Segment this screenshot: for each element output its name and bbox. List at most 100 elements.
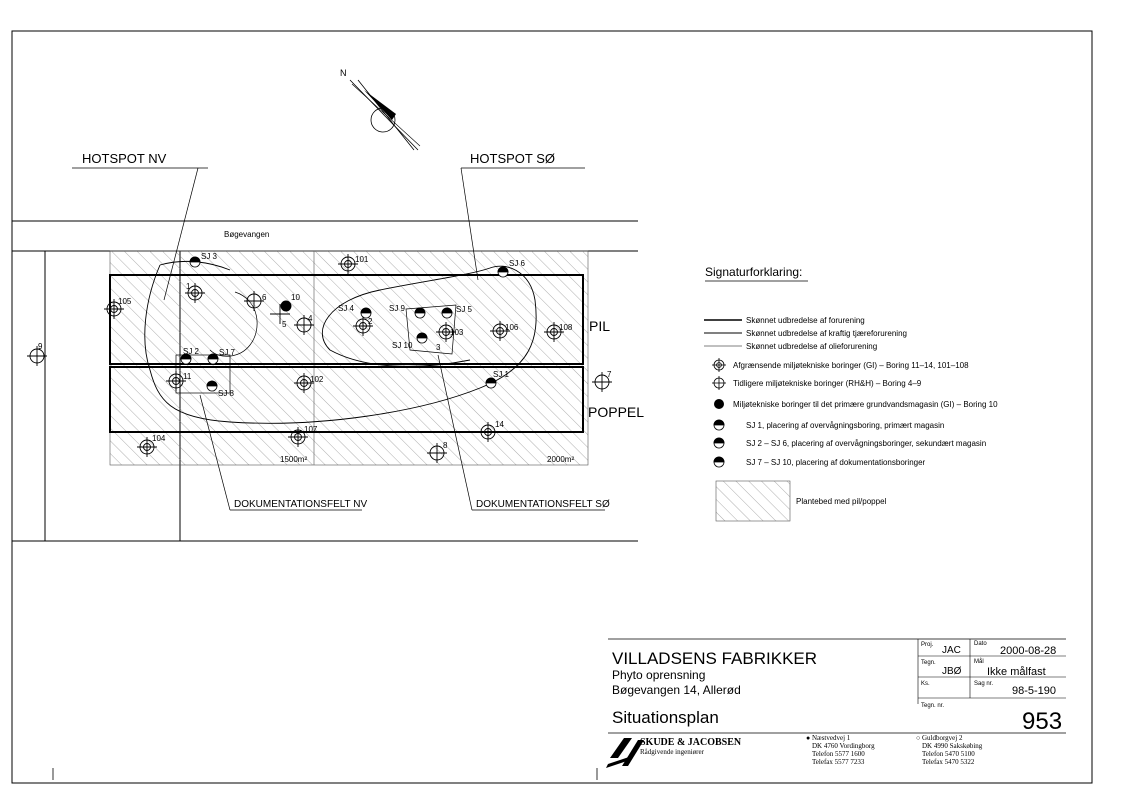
tegn-nr-value: 953 bbox=[1022, 708, 1062, 735]
office2-line2: DK 4990 Sakskøbing bbox=[922, 742, 983, 750]
label-106: 106 bbox=[505, 323, 519, 332]
north-arrow: N bbox=[340, 68, 421, 151]
label-3: 3 bbox=[436, 343, 441, 352]
tegn-value: JBØ bbox=[942, 666, 962, 677]
label-6: 6 bbox=[262, 293, 267, 302]
boring-101 bbox=[338, 254, 358, 274]
legend-sym-sj2-6: SJ 2 – SJ 6, placering af overvågningsbo… bbox=[746, 439, 986, 448]
boring-8 bbox=[427, 443, 447, 463]
maal-value: Ikke målfast bbox=[987, 666, 1046, 678]
boring-108 bbox=[544, 322, 564, 342]
label-1: 1 bbox=[186, 282, 191, 291]
sheet-border bbox=[11, 30, 1093, 784]
proj-label: Proj. bbox=[921, 642, 934, 648]
label-sj2: SJ 2 bbox=[183, 347, 200, 356]
office1-line2: DK 4760 Vordingborg bbox=[812, 742, 875, 750]
sj-4-marker bbox=[360, 307, 372, 319]
legend: Signaturforklaring: Skønnet udbredelse a… bbox=[704, 265, 998, 522]
office2-line4: Telefax 5470 5322 bbox=[922, 758, 975, 766]
sag-value: 98-5-190 bbox=[1012, 685, 1056, 697]
office2-line1: ○ Guldborgvej 2 bbox=[916, 734, 963, 742]
legend-sym-afgraensende: Afgrænsende miljøtekniske boringer (GI) … bbox=[733, 361, 969, 370]
callout-leaders bbox=[72, 167, 605, 511]
date-label: Dato bbox=[974, 641, 987, 647]
project-company: VILLADSENS FABRIKKER bbox=[612, 649, 817, 668]
label-sj9: SJ 9 bbox=[389, 304, 406, 313]
label-sj6: SJ 6 bbox=[509, 259, 526, 268]
proj-value: JAC bbox=[942, 645, 961, 656]
office2-line3: Telefon 5470 5100 bbox=[922, 750, 975, 758]
sj-7-marker bbox=[207, 353, 219, 365]
sj-1-marker bbox=[485, 377, 497, 389]
label-5: 5 bbox=[282, 320, 287, 329]
label-sj7: SJ 7 bbox=[219, 348, 236, 357]
firm-name: SKUDE & JACOBSEN bbox=[640, 737, 742, 748]
boring-105 bbox=[104, 299, 124, 319]
label-sj5: SJ 5 bbox=[456, 305, 473, 314]
area-west: 1500m² bbox=[280, 455, 307, 464]
boring-11 bbox=[166, 371, 186, 391]
boring-4 bbox=[294, 315, 314, 335]
sj-2-marker bbox=[180, 353, 192, 365]
label-sj3: SJ 3 bbox=[201, 252, 218, 261]
office1-line1: ● Næstvedvej 1 bbox=[806, 734, 851, 742]
sag-label: Sag nr. bbox=[974, 681, 993, 687]
label-103: 103 bbox=[450, 328, 464, 337]
boring-5 bbox=[270, 304, 290, 324]
legend-line-olie: Skønnet udbredelse af olieforurening bbox=[746, 342, 877, 351]
north-label: N bbox=[340, 68, 347, 78]
date-value: 2000-08-28 bbox=[1000, 645, 1056, 657]
tegn-label: Tegn. bbox=[921, 660, 936, 666]
label-sj10: SJ 10 bbox=[392, 341, 413, 350]
ks-label: Ks. bbox=[921, 681, 930, 687]
sj-3-marker bbox=[189, 256, 201, 268]
boring-103 bbox=[436, 322, 456, 342]
area-east: 2000m² bbox=[547, 455, 574, 464]
sj-wells bbox=[180, 256, 509, 392]
sj-8-marker bbox=[206, 380, 218, 392]
maal-label: Mål bbox=[974, 658, 984, 665]
project-subtitle: Phyto oprensning bbox=[612, 668, 705, 682]
firm-logo bbox=[606, 738, 644, 768]
label-sj1: SJ 1 bbox=[493, 370, 510, 379]
boring-107 bbox=[288, 427, 308, 447]
legend-sym-sj1: SJ 1, placering af overvågningsboring, p… bbox=[746, 421, 944, 430]
dokumentationsfelt-so: DOKUMENTATIONSFELT SØ bbox=[476, 499, 610, 510]
sj-5-marker bbox=[441, 307, 453, 319]
label-14: 14 bbox=[495, 420, 504, 429]
firm-sub: Rådgivende ingeniører bbox=[640, 748, 705, 756]
hotspot-nv: HOTSPOT NV bbox=[82, 151, 167, 166]
label-105: 105 bbox=[118, 297, 132, 306]
label-9: 9 bbox=[38, 342, 43, 351]
label-107: 107 bbox=[304, 425, 318, 434]
label-104: 104 bbox=[152, 434, 166, 443]
title-block: VILLADSENS FABRIKKER Phyto oprensning Bø… bbox=[606, 638, 1066, 768]
legend-title: Signaturforklaring: bbox=[705, 265, 802, 279]
label-10: 10 bbox=[291, 293, 300, 302]
label-108: 108 bbox=[559, 323, 573, 332]
street-name: Bøgevangen bbox=[224, 230, 269, 239]
legend-line-tjaere: Skønnet udbredelse af kraftig tjæreforur… bbox=[746, 329, 907, 338]
hotspot-so: HOTSPOT SØ bbox=[470, 151, 555, 166]
legend-sym-sj7-10: SJ 7 – SJ 10, placering af dokumentation… bbox=[746, 458, 926, 467]
boring-9 bbox=[27, 346, 47, 366]
label-8: 8 bbox=[443, 441, 448, 450]
point-labels: 105 9 101 6 10 5 4 2 103 106 108 7 11 10… bbox=[38, 252, 612, 450]
label-pil: PIL bbox=[589, 318, 610, 334]
label-sj4: SJ 4 bbox=[338, 304, 355, 313]
sj-10-marker bbox=[416, 332, 428, 344]
legend-sym-tidligere: Tidligere miljøtekniske boringer (RH&H) … bbox=[733, 379, 922, 388]
boring-6 bbox=[244, 291, 264, 311]
label-101: 101 bbox=[355, 255, 369, 264]
office1-line3: Telefon 5577 1600 bbox=[812, 750, 865, 758]
boring-2 bbox=[353, 316, 373, 336]
project-address: Bøgevangen 14, Allerød bbox=[612, 683, 741, 697]
boring-1 bbox=[185, 283, 205, 303]
legend-plantebed: Plantebed med pil/poppel bbox=[796, 497, 887, 506]
label-4: 4 bbox=[308, 314, 313, 323]
legend-sym-primaer: Miljøtekniske boringer til det primære g… bbox=[733, 400, 998, 409]
borings-layer bbox=[27, 254, 612, 463]
label-102: 102 bbox=[310, 375, 324, 384]
boring-14 bbox=[478, 422, 498, 442]
